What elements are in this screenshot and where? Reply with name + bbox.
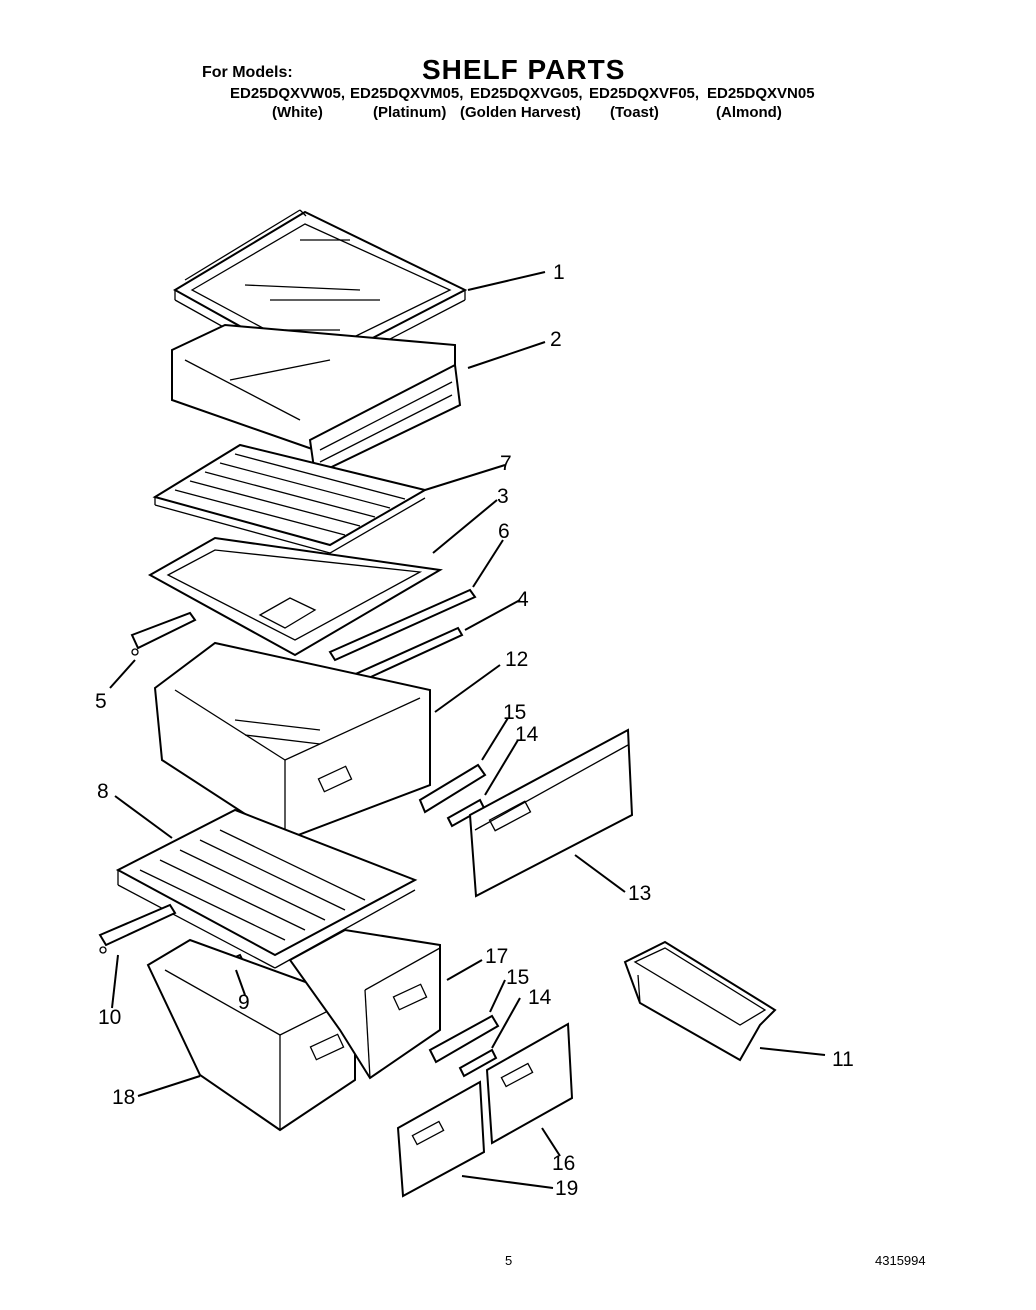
crisper-frame <box>147 536 443 657</box>
callout-13: 13 <box>628 882 651 905</box>
model-number: ED25DQXVN05 <box>707 85 815 102</box>
leader-lines <box>109 271 826 1189</box>
page-number: 5 <box>505 1253 513 1268</box>
callout-9: 9 <box>238 991 250 1014</box>
callout-7: 7 <box>500 452 512 475</box>
model-color: (Toast) <box>610 104 659 121</box>
lower-left-drawer-front <box>396 1080 486 1198</box>
model-number: ED25DQXVG05, <box>470 85 583 102</box>
for-models-label: For Models: <box>202 64 293 81</box>
callout-15-upper: 15 <box>503 701 526 724</box>
model-color: (Golden Harvest) <box>460 104 581 121</box>
callout-12: 12 <box>505 648 528 671</box>
model-number: ED25DQXVF05, <box>589 85 700 102</box>
model-number: ED25DQXVM05, <box>350 85 464 102</box>
callout-4: 4 <box>517 588 529 611</box>
callout-5: 5 <box>95 690 107 713</box>
callout-labels: 1 2 7 3 6 4 5 12 15 14 8 13 17 15 14 10 … <box>95 261 854 1200</box>
callout-6: 6 <box>498 520 510 543</box>
model-color: (White) <box>272 104 323 121</box>
callout-14-upper: 14 <box>515 723 539 746</box>
document-number: 4315994 <box>875 1253 926 1268</box>
lower-brackets <box>428 1014 500 1078</box>
upper-brackets <box>418 763 487 828</box>
lower-right-drawer-front <box>485 1022 574 1145</box>
upper-drawer-front <box>468 728 634 898</box>
callout-8: 8 <box>97 780 109 803</box>
left-rail-upper <box>130 611 197 656</box>
callout-17: 17 <box>485 945 508 968</box>
crisper-cover <box>152 443 428 554</box>
callout-2: 2 <box>550 328 562 351</box>
model-number: ED25DQXVW05, <box>230 85 346 102</box>
callout-3: 3 <box>497 485 509 508</box>
lower-right-pan <box>288 928 441 1080</box>
callout-14-lower: 14 <box>528 986 552 1009</box>
callout-15-lower: 15 <box>506 966 529 989</box>
left-rail-lower <box>98 903 177 954</box>
upper-drawer <box>171 323 462 477</box>
callout-11: 11 <box>832 1048 854 1071</box>
callout-18: 18 <box>112 1086 135 1109</box>
crisper-pan <box>153 641 431 842</box>
lower-shelf <box>115 808 418 969</box>
callout-1: 1 <box>553 261 565 284</box>
callout-19: 19 <box>555 1177 578 1200</box>
model-color: (Platinum) <box>373 104 447 121</box>
callout-16: 16 <box>552 1152 575 1175</box>
door-bin <box>623 940 777 1062</box>
model-color: (Almond) <box>716 104 782 121</box>
callout-10: 10 <box>98 1006 121 1029</box>
page-title: SHELF PARTS <box>422 54 626 85</box>
